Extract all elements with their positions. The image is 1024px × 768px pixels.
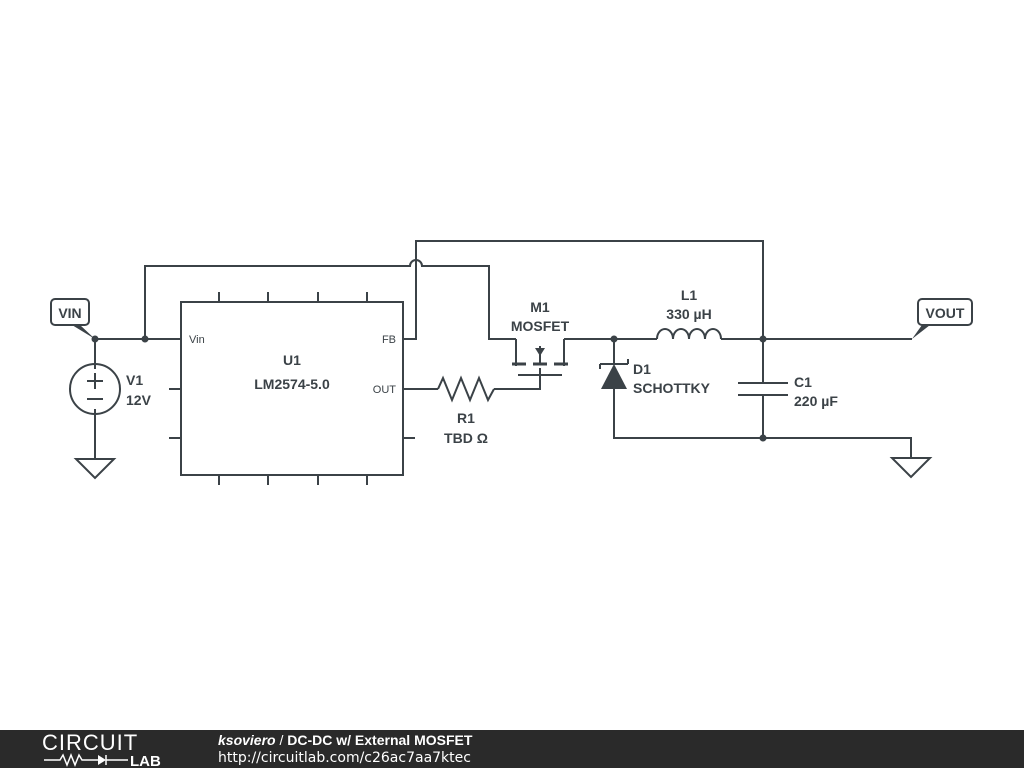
d1-name: D1 [633, 361, 651, 377]
circuit-title: DC-DC w/ External MOSFET [287, 732, 473, 748]
vout-label-text: VOUT [926, 305, 965, 321]
l1-name: L1 [681, 287, 698, 303]
l1-value: 330 µH [666, 306, 711, 322]
resistor-r1: R1 TBD Ω [437, 375, 495, 446]
schottky-diode-d1: D1 SCHOTTKY [599, 359, 711, 396]
logo-top-text: CIRCUIT [42, 730, 138, 755]
vin-label-text: VIN [58, 305, 81, 321]
u1-name: U1 [283, 352, 301, 368]
mosfet-m1: M1 MOSFET [511, 299, 570, 376]
v1-value: 12V [126, 392, 152, 408]
ground-symbol-right [889, 457, 933, 479]
c1-value: 220 µF [794, 393, 838, 409]
footer-info: ksoviero / DC-DC w/ External MOSFET http… [218, 731, 472, 767]
circuit-schematic: VIN VOUT V1 12V Vin FB OUT U1 LM2574-5.0… [50, 240, 973, 485]
u1-pin-fb: FB [382, 334, 396, 346]
ground-symbol-left [73, 458, 117, 480]
u1-value: LM2574-5.0 [254, 376, 330, 392]
inductor-l1: L1 330 µH [656, 287, 722, 340]
m1-name: M1 [530, 299, 550, 315]
d1-value: SCHOTTKY [633, 380, 711, 396]
u1-pin-out: OUT [373, 384, 397, 396]
r1-name: R1 [457, 410, 475, 426]
author-link[interactable]: ksoviero [218, 732, 276, 748]
r1-value: TBD Ω [444, 430, 488, 446]
regulator-ic-u1: Vin FB OUT U1 LM2574-5.0 [169, 292, 415, 485]
wires [94, 240, 912, 459]
junction-dots [91, 335, 767, 442]
logo-bottom-text: LAB [130, 753, 161, 768]
v1-name: V1 [126, 372, 143, 388]
vin-net-label: VIN [50, 298, 95, 339]
capacitor-c1: C1 220 µF [738, 374, 838, 409]
circuitlab-logo: CIRCUIT LAB [42, 730, 161, 768]
u1-pin-vin: Vin [189, 334, 205, 346]
title-separator: / [275, 732, 288, 748]
circuit-url-link[interactable]: http://circuitlab.com/c26ac7aa7ktec [218, 750, 471, 766]
m1-value: MOSFET [511, 318, 570, 334]
footer-bar: CIRCUIT LAB ksoviero / DC-DC w/ External… [0, 730, 1024, 768]
c1-name: C1 [794, 374, 812, 390]
voltage-source-v1: V1 12V [69, 363, 152, 415]
vout-net-label: VOUT [912, 298, 973, 339]
